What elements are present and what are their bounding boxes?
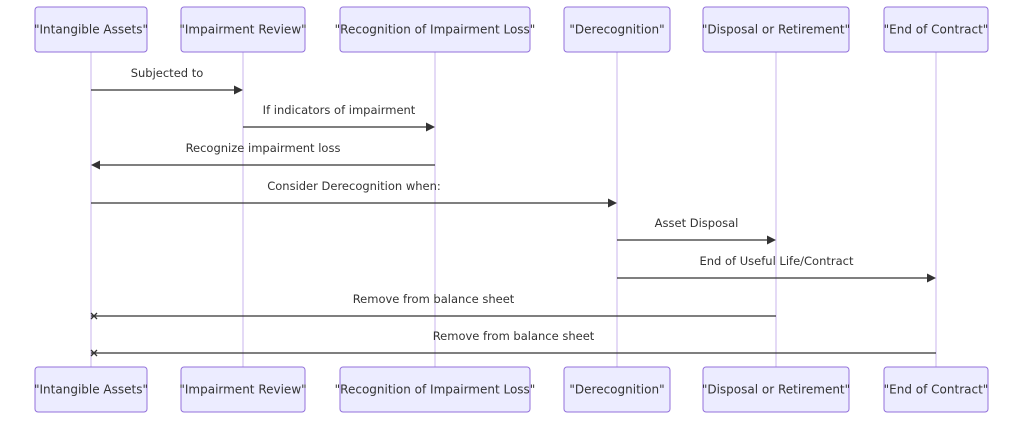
participant-label: "End of Contract" [884, 23, 989, 37]
participant-recognition-of-impairment-loss-top: "Recognition of Impairment Loss" [335, 6, 536, 53]
messages: Subjected to If indicators of impairmentR… [90, 66, 936, 357]
participant-box [883, 6, 989, 53]
participant-end-of-contract-bottom: "End of Contract" [883, 366, 989, 413]
message-8: Remove from balance sheet [90, 329, 936, 357]
message-3: Recognize impairment loss [91, 141, 435, 170]
participant-label: "Intangible Assets" [34, 383, 148, 397]
participant-box [339, 366, 531, 413]
participant-recognition-of-impairment-loss-bottom: "Recognition of Impairment Loss" [335, 366, 536, 413]
participant-derecognition-bottom: "Derecognition" [563, 366, 671, 413]
participant-box [883, 366, 989, 413]
message-7: Remove from balance sheet [90, 292, 776, 320]
participants-top: "Intangible Assets" "Impairment Review" "R… [34, 6, 989, 53]
participant-box [180, 6, 306, 53]
cross-icon [90, 312, 98, 320]
participants-bottom: "Intangible Assets" "Impairment Review" "R… [34, 366, 989, 413]
participant-box [34, 366, 148, 413]
message-label: Asset Disposal [655, 216, 739, 230]
participant-end-of-contract-top: "End of Contract" [883, 6, 989, 53]
message-2: If indicators of impairment [243, 103, 435, 132]
participant-disposal-or-retirement-bottom: "Disposal or Retirement" [702, 366, 850, 413]
message-6: End of Useful Life/Contract [617, 254, 936, 283]
arrowhead-icon [234, 85, 243, 95]
lifelines [90, 52, 937, 367]
participant-box [34, 6, 148, 53]
participant-label: "Disposal or Retirement" [702, 23, 850, 37]
participant-label: "Recognition of Impairment Loss" [335, 23, 536, 37]
participant-intangible-assets-top: "Intangible Assets" [34, 6, 148, 53]
participant-impairment-review-top: "Impairment Review" [179, 6, 307, 53]
participant-label: "Derecognition" [569, 23, 664, 37]
participant-derecognition-top: "Derecognition" [563, 6, 671, 53]
cross-icon [90, 349, 98, 357]
participant-box [702, 6, 850, 53]
participant-label: "End of Contract" [884, 383, 989, 397]
arrowhead-icon [426, 122, 435, 132]
arrowhead-icon [91, 160, 100, 170]
participant-box [180, 366, 306, 413]
participant-box [563, 6, 671, 53]
message-4: Consider Derecognition when: [91, 179, 617, 208]
participant-disposal-or-retirement-top: "Disposal or Retirement" [702, 6, 850, 53]
participant-impairment-review-bottom: "Impairment Review" [179, 366, 307, 413]
message-label: Remove from balance sheet [433, 329, 595, 343]
arrowhead-icon [927, 273, 936, 283]
participant-intangible-assets-bottom: "Intangible Assets" [34, 366, 148, 413]
message-label: Remove from balance sheet [353, 292, 515, 306]
message-label: Consider Derecognition when: [267, 179, 441, 193]
message-1: Subjected to [91, 66, 243, 95]
message-label: Recognize impairment loss [186, 141, 341, 155]
participant-label: "Disposal or Retirement" [702, 383, 850, 397]
message-label: Subjected to [131, 66, 204, 80]
participant-label: "Impairment Review" [179, 23, 306, 37]
arrowhead-icon [608, 198, 617, 208]
participant-box [563, 366, 671, 413]
message-label: End of Useful Life/Contract [700, 254, 854, 268]
message-5: Asset Disposal [617, 216, 776, 245]
participant-label: "Derecognition" [569, 383, 664, 397]
participant-box [339, 6, 531, 53]
message-label: If indicators of impairment [263, 103, 416, 117]
arrowhead-icon [767, 235, 776, 245]
participant-label: "Impairment Review" [179, 383, 306, 397]
participant-label: "Intangible Assets" [34, 23, 148, 37]
participant-label: "Recognition of Impairment Loss" [335, 383, 536, 397]
participant-box [702, 366, 850, 413]
